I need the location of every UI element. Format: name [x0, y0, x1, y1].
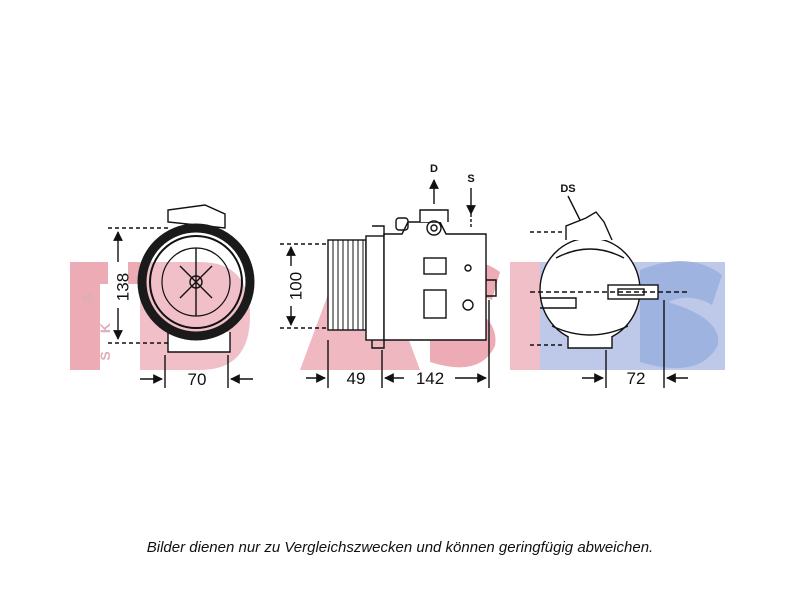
compressor-side-block: [423, 257, 447, 275]
clutch-pulley: [327, 239, 367, 331]
side-view: [280, 179, 497, 388]
compressor-port-ring: [426, 220, 442, 236]
compressor-front-lugs: [371, 225, 385, 349]
suction-port-label: S: [467, 173, 474, 185]
rear-left-bracket: [540, 297, 577, 309]
rear-width-dimension: 72: [627, 369, 646, 388]
pulley-outer-ring: [137, 223, 255, 341]
watermark-letter-a: A: [79, 293, 95, 303]
rear-inner-arcs: [551, 248, 629, 336]
rear-port-label: DS: [560, 183, 575, 195]
clutch-grooves: [332, 240, 364, 330]
watermark-letter-k: K: [97, 323, 113, 333]
compressor-small-bolt: [464, 264, 472, 272]
compressor-front-plate: [365, 235, 385, 341]
watermark-red-bar-left: [70, 262, 100, 370]
front-view: [108, 204, 255, 388]
disclaimer-caption: Bilder dienen nur zu Vergleichszwecken u…: [146, 539, 654, 556]
pulley-spokes: [179, 248, 213, 316]
compressor-rear-bracket: [486, 279, 497, 297]
front-height-label-bg: [108, 262, 128, 308]
rear-top-fitting: [565, 211, 613, 241]
pulley-inner-ring: [149, 235, 243, 329]
watermark-letter-s: S: [97, 351, 113, 360]
side-height-dimension: 100: [286, 272, 305, 300]
discharge-port-label: D: [430, 163, 438, 175]
clutch-width-dimension: 49: [347, 369, 366, 388]
compressor-top-fitting: [419, 209, 449, 222]
compressor-lower-block: [423, 289, 447, 319]
compressor-mount-hole: [462, 299, 474, 311]
watermark-side-letters: A K S: [79, 293, 113, 361]
compressor-body: [383, 221, 487, 341]
rear-foot: [567, 336, 613, 349]
body-width-dimension: 142: [416, 369, 444, 388]
compressor-port-inner: [430, 224, 438, 232]
front-width-dimension: 70: [188, 370, 207, 389]
rear-view: [530, 195, 690, 388]
rear-port-leader: [567, 195, 581, 221]
compressor-connector: [395, 217, 409, 231]
side-height-label-bg: [281, 266, 301, 306]
front-height-dimension: 138: [113, 273, 132, 301]
watermark-blue-s-shape: [640, 261, 722, 369]
